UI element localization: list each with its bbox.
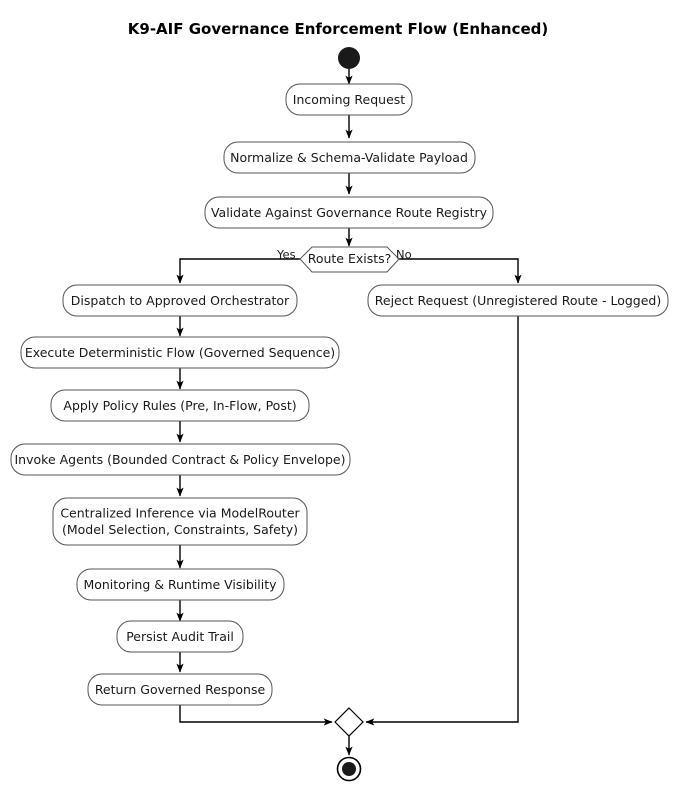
node-centralized-inference-box (52, 497, 308, 546)
node-execute-flow-box (20, 336, 340, 369)
node-normalize-payload[interactable]: Normalize & Schema-Validate Payload (223, 141, 476, 174)
node-return-response-box (87, 673, 273, 706)
decision-route-exists-shape (299, 246, 400, 273)
node-invoke-agents-box (10, 443, 351, 476)
node-persist-audit-trail[interactable]: Persist Audit Trail (116, 620, 244, 653)
start-node-icon (338, 47, 360, 69)
node-return-response-label: Return Governed Response (95, 682, 266, 697)
node-reject-request-box (367, 284, 669, 317)
node-apply-policy-rules[interactable]: Apply Policy Rules (Pre, In-Flow, Post) (50, 389, 310, 422)
node-monitoring-visibility-label: Monitoring & Runtime Visibility (83, 577, 277, 592)
node-invoke-agents-label: Invoke Agents (Bounded Contract & Policy… (15, 452, 346, 467)
edge-reject-to-merge (365, 315, 519, 726)
node-dispatch-orchestrator-box (62, 284, 298, 317)
node-invoke-agents[interactable]: Invoke Agents (Bounded Contract & Policy… (10, 443, 351, 476)
node-incoming-request[interactable]: Incoming Request (285, 83, 413, 116)
edge-decision-no (399, 258, 522, 284)
node-return-response[interactable]: Return Governed Response (87, 673, 273, 706)
node-monitoring-visibility[interactable]: Monitoring & Runtime Visibility (76, 568, 285, 601)
node-validate-registry[interactable]: Validate Against Governance Route Regist… (204, 196, 494, 229)
node-persist-audit-trail-box (116, 620, 244, 653)
node-execute-flow[interactable]: Execute Deterministic Flow (Governed Seq… (20, 336, 340, 369)
node-dispatch-orchestrator[interactable]: Dispatch to Approved Orchestrator (62, 284, 298, 317)
node-dispatch-orchestrator-label: Dispatch to Approved Orchestrator (71, 293, 290, 308)
node-reject-request[interactable]: Reject Request (Unregistered Route - Log… (367, 284, 669, 317)
node-centralized-inference-label-line2: (Model Selection, Constraints, Safety) (62, 522, 298, 537)
page-title: K9-AIF Governance Enforcement Flow (Enha… (128, 20, 548, 38)
merge-node-icon (334, 707, 364, 737)
node-execute-flow-label: Execute Deterministic Flow (Governed Seq… (25, 345, 335, 360)
branch-label-yes: Yes (276, 248, 296, 262)
node-incoming-request-box (285, 83, 413, 116)
node-normalize-payload-box (223, 141, 476, 174)
node-reject-request-label: Reject Request (Unregistered Route - Log… (375, 293, 661, 308)
node-validate-registry-box (204, 196, 494, 229)
node-apply-policy-rules-label: Apply Policy Rules (Pre, In-Flow, Post) (63, 398, 296, 413)
node-incoming-request-label: Incoming Request (293, 92, 405, 107)
decision-route-exists[interactable]: Route Exists? (299, 246, 400, 273)
edge-decision-yes (176, 258, 300, 284)
node-monitoring-visibility-box (76, 568, 285, 601)
node-apply-policy-rules-box (50, 389, 310, 422)
edge-response-to-merge (179, 704, 333, 726)
node-centralized-inference-label-line1: Centralized Inference via ModelRouter (60, 506, 300, 521)
node-validate-registry-label: Validate Against Governance Route Regist… (211, 205, 488, 220)
node-normalize-payload-label: Normalize & Schema-Validate Payload (230, 150, 468, 165)
end-node-inner-dot (342, 762, 356, 776)
end-node-icon (336, 756, 362, 782)
branch-label-no: No (396, 248, 412, 262)
node-centralized-inference[interactable]: Centralized Inference via ModelRouter (M… (52, 497, 308, 546)
node-persist-audit-trail-label: Persist Audit Trail (126, 629, 234, 644)
decision-route-exists-label: Route Exists? (308, 251, 392, 266)
